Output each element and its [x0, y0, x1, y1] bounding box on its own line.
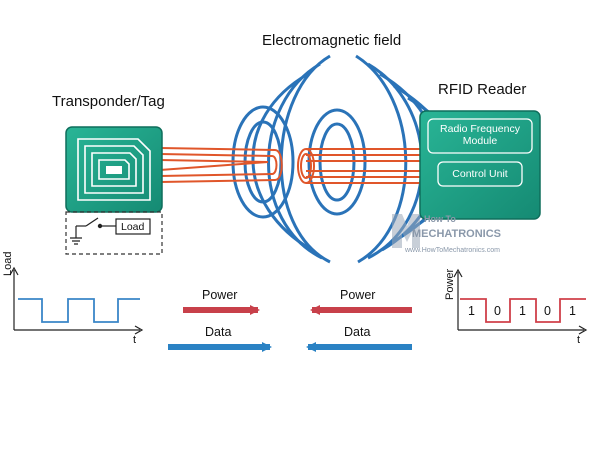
tag-load-circuit: [65, 211, 163, 255]
tag-chip: [65, 126, 163, 213]
arrows: [168, 305, 412, 352]
load-signal: [18, 298, 140, 323]
left-plot-xlabel: t: [133, 334, 137, 346]
load-box-label: Load: [121, 221, 145, 233]
right-plot-xlabel: t: [577, 334, 581, 346]
tag-coil: [159, 147, 283, 183]
watermark-line2: MECHATRONICS: [412, 228, 502, 240]
field-label: Electromagnetic field: [262, 32, 402, 49]
reader-body: [419, 110, 541, 220]
reader-label: RFID Reader: [438, 81, 527, 98]
power-label-left: Power: [202, 288, 238, 302]
load-box: [115, 218, 151, 235]
watermark-logo: [392, 214, 420, 248]
right-plot: [453, 268, 588, 335]
watermark-url: www.HowToMechatronics.com: [405, 247, 500, 254]
bit-1: 1: [468, 304, 475, 318]
watermark-line1: How To: [424, 214, 456, 224]
bit-5: 1: [569, 304, 576, 318]
power-label-right: Power: [340, 288, 376, 302]
left-plot-ylabel: Load: [2, 251, 14, 276]
data-label-left: Data: [205, 325, 232, 339]
right-plot-ylabel: Power: [444, 268, 456, 300]
tag-label: Transponder/Tag: [52, 93, 165, 110]
control-unit-label: Control Unit: [452, 168, 508, 180]
data-label-right: Data: [344, 325, 371, 339]
reader-coil: [297, 148, 420, 184]
rf-module-box: [427, 118, 533, 154]
power-signal: [460, 298, 586, 323]
control-unit-box: [437, 161, 523, 187]
bit-3: 1: [519, 304, 526, 318]
left-plot: [9, 266, 144, 335]
bit-2: 0: [494, 304, 501, 318]
rf-module-label: Radio Frequency Module: [440, 123, 520, 147]
bit-4: 0: [544, 304, 551, 318]
